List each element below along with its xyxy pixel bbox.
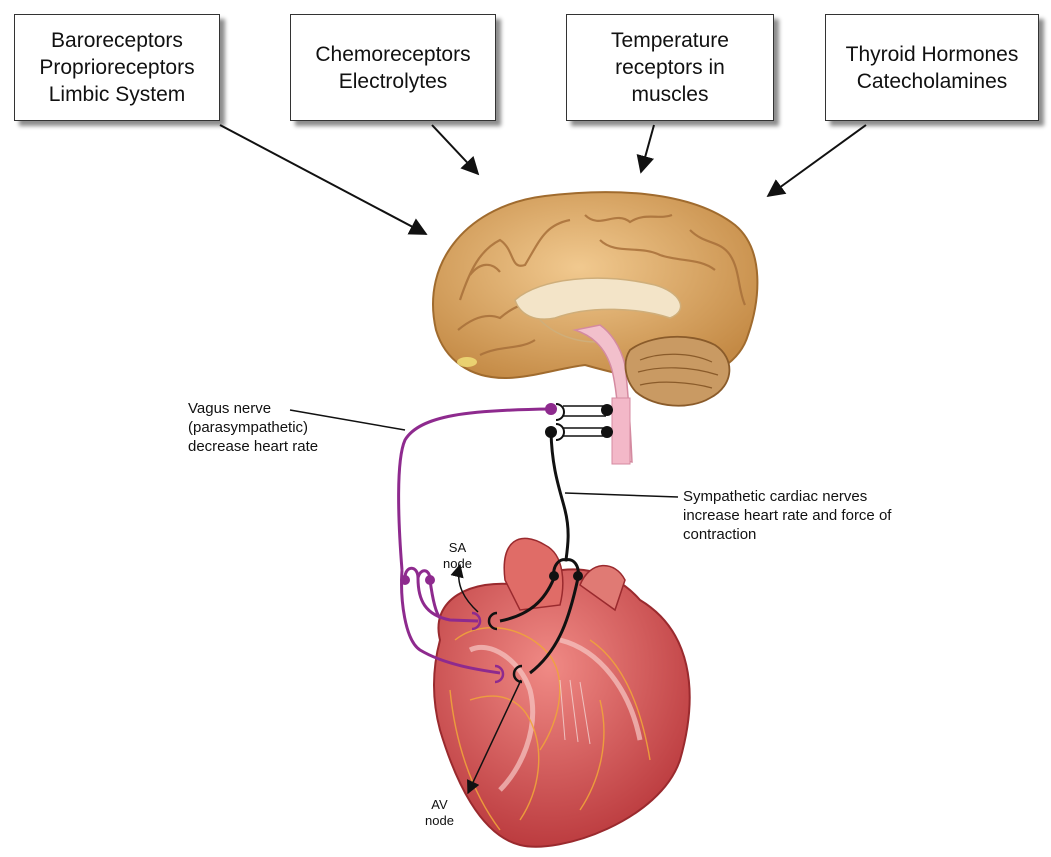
- sympathetic-branch-dot: [549, 571, 559, 581]
- arrow-baroreceptors: [220, 125, 426, 234]
- arrow-hormones: [768, 125, 866, 196]
- sympathetic-nerve-label: Sympathetic cardiac nerves increase hear…: [683, 487, 891, 544]
- brain-illustration: [433, 192, 757, 464]
- arrow-chemoreceptors: [432, 125, 478, 174]
- vagus-nerve-label: Vagus nerve (parasympathetic) decrease h…: [188, 399, 318, 456]
- sympathetic-branch-dot: [573, 571, 583, 581]
- arrow-temperature: [641, 125, 654, 172]
- spinal-cord: [612, 398, 630, 464]
- sympathetic-label-pointer: [565, 493, 678, 497]
- vagus-branch-dot: [400, 575, 410, 585]
- heart-body: [434, 569, 690, 846]
- heart-illustration: [434, 538, 690, 846]
- vagus-branch-dot: [425, 575, 435, 585]
- sa-node-label: SA node: [443, 540, 472, 572]
- medulla-synapses: [545, 403, 613, 440]
- av-node-label: AV node: [425, 797, 454, 829]
